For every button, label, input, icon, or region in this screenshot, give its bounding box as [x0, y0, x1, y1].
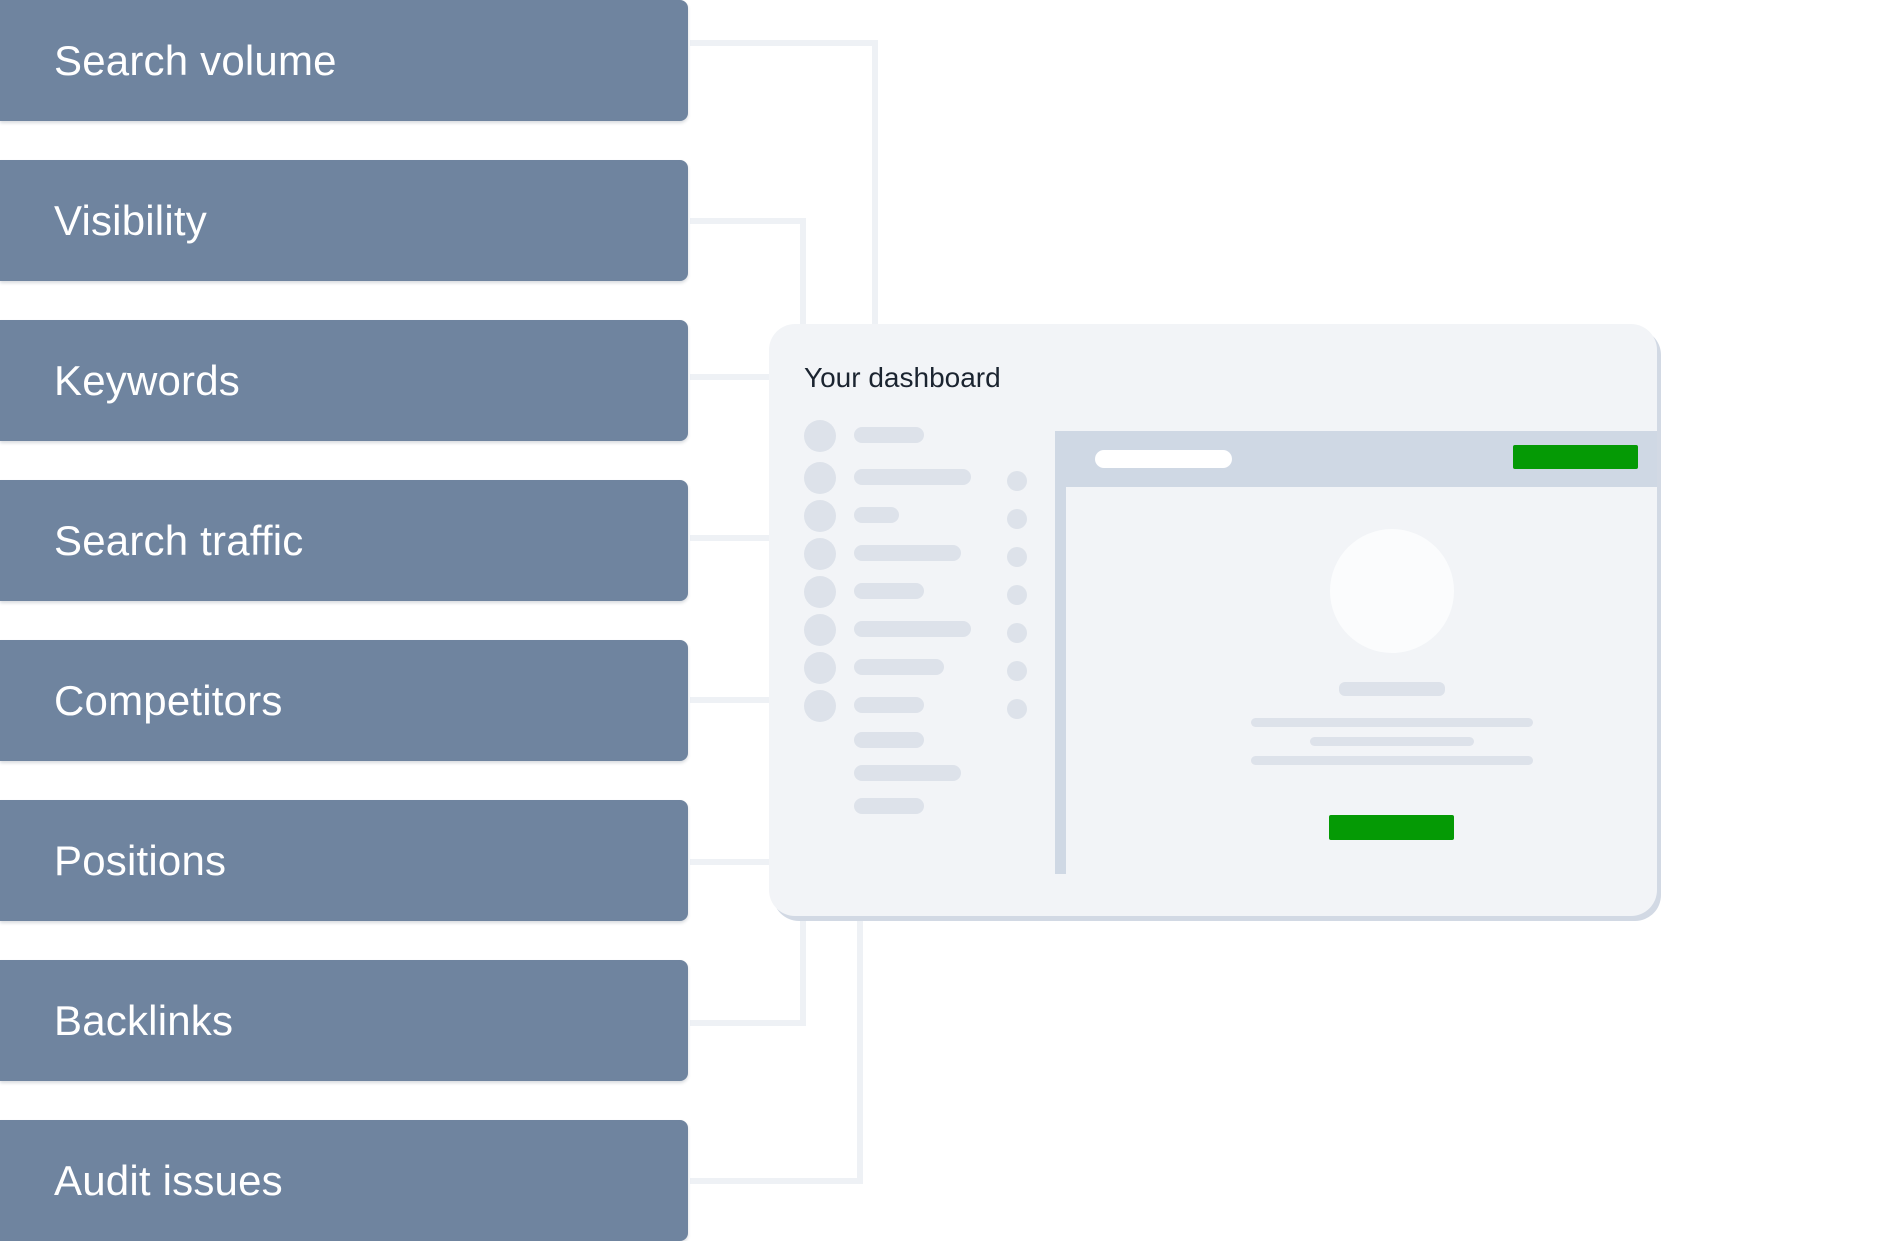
connector-audit-issues	[690, 919, 863, 1184]
metric-keywords: Keywords	[0, 320, 688, 441]
list-text-placeholder	[854, 659, 944, 675]
list-avatar-placeholder	[804, 576, 836, 608]
metric-positions: Positions	[0, 800, 688, 921]
metric-competitors: Competitors	[0, 640, 688, 761]
metric-label: Positions	[54, 836, 227, 884]
list-status-dot	[1007, 699, 1027, 719]
list-avatar-placeholder	[804, 420, 836, 452]
connector-backlinks	[690, 919, 806, 1026]
panel-text-placeholder	[1251, 718, 1533, 727]
list-avatar-placeholder	[804, 652, 836, 684]
panel-action-button	[1513, 445, 1638, 469]
list-avatar-placeholder	[804, 500, 836, 532]
list-status-dot	[1007, 471, 1027, 491]
metric-label: Visibility	[54, 196, 207, 244]
list-avatar-placeholder	[804, 538, 836, 570]
list-text-placeholder	[854, 798, 924, 814]
list-text-placeholder	[854, 507, 899, 523]
metric-search-volume: Search volume	[0, 0, 688, 121]
metric-label: Search volume	[54, 36, 337, 84]
list-status-dot	[1007, 509, 1027, 529]
dashboard-window: Your dashboard	[769, 324, 1657, 916]
metric-label: Backlinks	[54, 996, 234, 1044]
list-status-dot	[1007, 623, 1027, 643]
panel-avatar-placeholder	[1330, 529, 1454, 653]
list-status-dot	[1007, 585, 1027, 605]
metric-label: Keywords	[54, 356, 241, 404]
list-text-placeholder	[854, 469, 971, 485]
list-text-placeholder	[854, 621, 971, 637]
panel-search-placeholder	[1095, 450, 1232, 468]
list-text-placeholder	[854, 427, 924, 443]
dashboard-content-panel	[1055, 431, 1657, 874]
panel-cta-button	[1329, 815, 1454, 840]
panel-header	[1055, 431, 1657, 487]
list-text-placeholder	[854, 545, 961, 561]
list-avatar-placeholder	[804, 614, 836, 646]
dashboard-title: Your dashboard	[804, 362, 1001, 393]
list-text-placeholder	[854, 583, 924, 599]
metric-audit-issues: Audit issues	[0, 1120, 688, 1241]
list-text-placeholder	[854, 765, 961, 781]
metric-label: Audit issues	[54, 1156, 283, 1204]
metric-visibility: Visibility	[0, 160, 688, 281]
metric-search-traffic: Search traffic	[0, 480, 688, 601]
list-avatar-placeholder	[804, 690, 836, 722]
list-text-placeholder	[854, 697, 924, 713]
panel-text-placeholder	[1251, 756, 1533, 765]
metric-backlinks: Backlinks	[0, 960, 688, 1081]
list-status-dot	[1007, 661, 1027, 681]
list-text-placeholder	[854, 732, 924, 748]
panel-text-placeholder	[1339, 682, 1445, 696]
metric-label: Competitors	[54, 676, 283, 724]
connector-visibility	[690, 218, 806, 324]
metric-label: Search traffic	[54, 516, 304, 564]
connector-search-volume	[690, 40, 878, 324]
list-status-dot	[1007, 547, 1027, 567]
panel-text-placeholder	[1310, 737, 1474, 746]
list-avatar-placeholder	[804, 462, 836, 494]
